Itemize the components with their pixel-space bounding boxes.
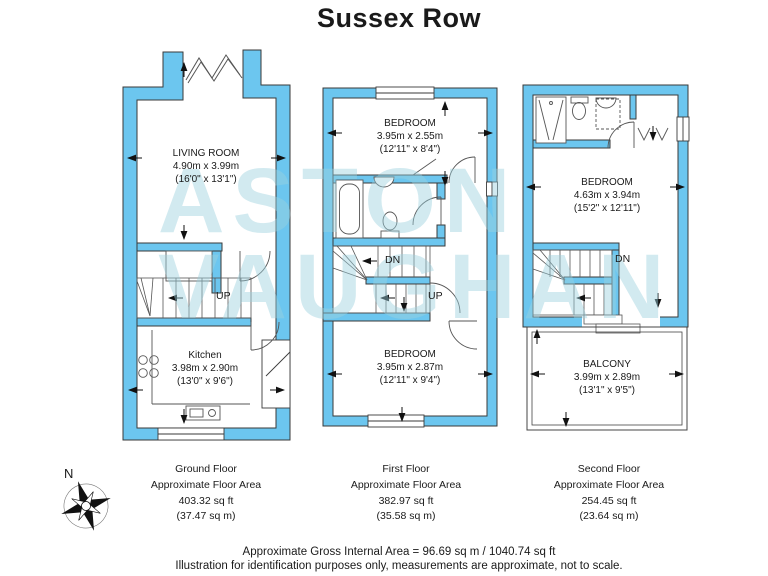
toilet-bowl: [572, 102, 586, 120]
room-name: BALCONY: [583, 359, 631, 370]
caption-area-title: Approximate Floor Area: [150, 478, 262, 491]
room-dim-metric: 3.95m x 2.55m: [376, 131, 444, 143]
first-floor-caption: First Floor Approximate Floor Area 382.9…: [321, 462, 491, 525]
bedroom1-label: BEDROOM 3.95m x 2.55m (12'11" x 8'4"): [350, 117, 470, 157]
ground-floor-caption: Ground Floor Approximate Floor Area 403.…: [121, 462, 291, 525]
second-floor-windows: [582, 116, 690, 328]
landing-step: [583, 314, 623, 325]
ground-floor-cupboard: [165, 250, 213, 282]
stove-burner: [149, 368, 159, 378]
ground-floor-windows: [157, 339, 291, 441]
caption-floor-name: Ground Floor: [175, 463, 237, 475]
ground-floor-walls: [122, 49, 291, 441]
compass-north-label: N: [64, 466, 74, 481]
toilet-bowl: [382, 211, 398, 231]
ground-floor-bifold-doors: [185, 54, 243, 84]
kitchen-fixtures: [138, 330, 250, 421]
stove-burner: [138, 355, 148, 365]
caption-area-sqft: 254.45 sq ft: [581, 494, 637, 507]
toilet-tank: [380, 230, 400, 239]
porch-recess: [261, 339, 291, 409]
room-dim-metric: 4.90m x 3.99m: [172, 161, 240, 173]
second-floor-doors: [607, 121, 635, 149]
room-dim-imperial: (13'1" x 9'5"): [579, 385, 635, 397]
disclaimer: Illustration for identification purposes…: [175, 560, 623, 573]
bathroom-sink: [373, 176, 395, 188]
room-dim-imperial: (12'11" x 9'4"): [379, 375, 441, 387]
toilet-tank: [570, 96, 589, 104]
room-dim-metric: 3.99m x 2.89m: [573, 372, 641, 384]
caption-area-sqm: (23.64 sq m): [579, 510, 639, 523]
gross-internal-area: Approximate Gross Internal Area = 96.69 …: [242, 546, 556, 558]
caption-area-sqm: (37.47 sq m): [176, 510, 236, 523]
room-name: Kitchen: [188, 350, 222, 361]
first-floor-stairs: [332, 245, 431, 314]
caption-area-title: Approximate Floor Area: [553, 478, 665, 491]
stairs-up-label-ground: UP: [216, 290, 231, 302]
caption-area-sqft: 403.32 sq ft: [178, 494, 234, 507]
bedroom3-label: BEDROOM 4.63m x 3.94m (15'2" x 12'11"): [547, 176, 667, 216]
shower: [535, 96, 567, 144]
stove-burner: [138, 368, 148, 378]
room-name: LIVING ROOM: [172, 148, 240, 159]
bathroom-fixtures: [335, 176, 400, 239]
bedroom2-label: BEDROOM 3.95m x 2.87m (12'11" x 9'4"): [350, 348, 470, 388]
stairs-down-label-first: DN: [385, 254, 401, 266]
second-floor-stairs: [532, 249, 641, 334]
caption-area-title: Approximate Floor Area: [350, 478, 462, 491]
balcony-walls: [526, 326, 688, 431]
room-dim-imperial: (15'2" x 12'11"): [573, 203, 641, 215]
balcony-label: BALCONY 3.99m x 2.89m (13'1" x 9'5"): [547, 358, 667, 398]
bathtub: [335, 179, 364, 239]
living-room-label: LIVING ROOM 4.90m x 3.99m (16'0" x 13'1"…: [146, 147, 266, 187]
landing-step: [595, 323, 641, 334]
ensuite-sink: [595, 97, 617, 109]
room-dim-metric: 3.95m x 2.87m: [376, 362, 444, 374]
hanging-rail-marks: [637, 127, 669, 142]
second-floor-caption: Second Floor Approximate Floor Area 254.…: [524, 462, 694, 525]
front-door-leaf: [265, 351, 291, 377]
stairs-up-label-first: UP: [428, 290, 443, 302]
room-dim-imperial: (13'0" x 9'6"): [177, 376, 233, 388]
room-dim-imperial: (16'0" x 13'1"): [175, 174, 237, 186]
room-dim-imperial: (12'11" x 8'4"): [379, 144, 441, 156]
kitchen-label: Kitchen 3.98m x 2.90m (13'0" x 9'6"): [145, 349, 265, 389]
room-name: BEDROOM: [384, 118, 436, 129]
stove-burner: [149, 355, 159, 365]
compass-rose: [61, 481, 111, 531]
first-floor-doors: [412, 156, 478, 350]
caption-area-sqft: 382.97 sq ft: [378, 494, 434, 507]
open-door-leaf: [412, 158, 437, 176]
caption-area-sqm: (35.58 sq m): [376, 510, 436, 523]
room-dim-metric: 3.98m x 2.90m: [171, 363, 239, 375]
room-name: BEDROOM: [384, 349, 436, 360]
ground-floor-doors: [239, 250, 280, 351]
ensuite-fixtures: [535, 96, 669, 144]
first-floor-windows: [367, 86, 498, 428]
page-title: Sussex Row: [316, 3, 482, 33]
stairs-down-label-second: DN: [615, 253, 631, 265]
footer-notes: Approximate Gross Internal Area = 96.69 …: [30, 545, 768, 574]
caption-floor-name: First Floor: [382, 463, 430, 475]
ground-floor-stairs: [136, 277, 252, 319]
room-name: BEDROOM: [581, 177, 633, 188]
room-dim-metric: 4.63m x 3.94m: [573, 190, 641, 202]
caption-floor-name: Second Floor: [577, 463, 641, 475]
